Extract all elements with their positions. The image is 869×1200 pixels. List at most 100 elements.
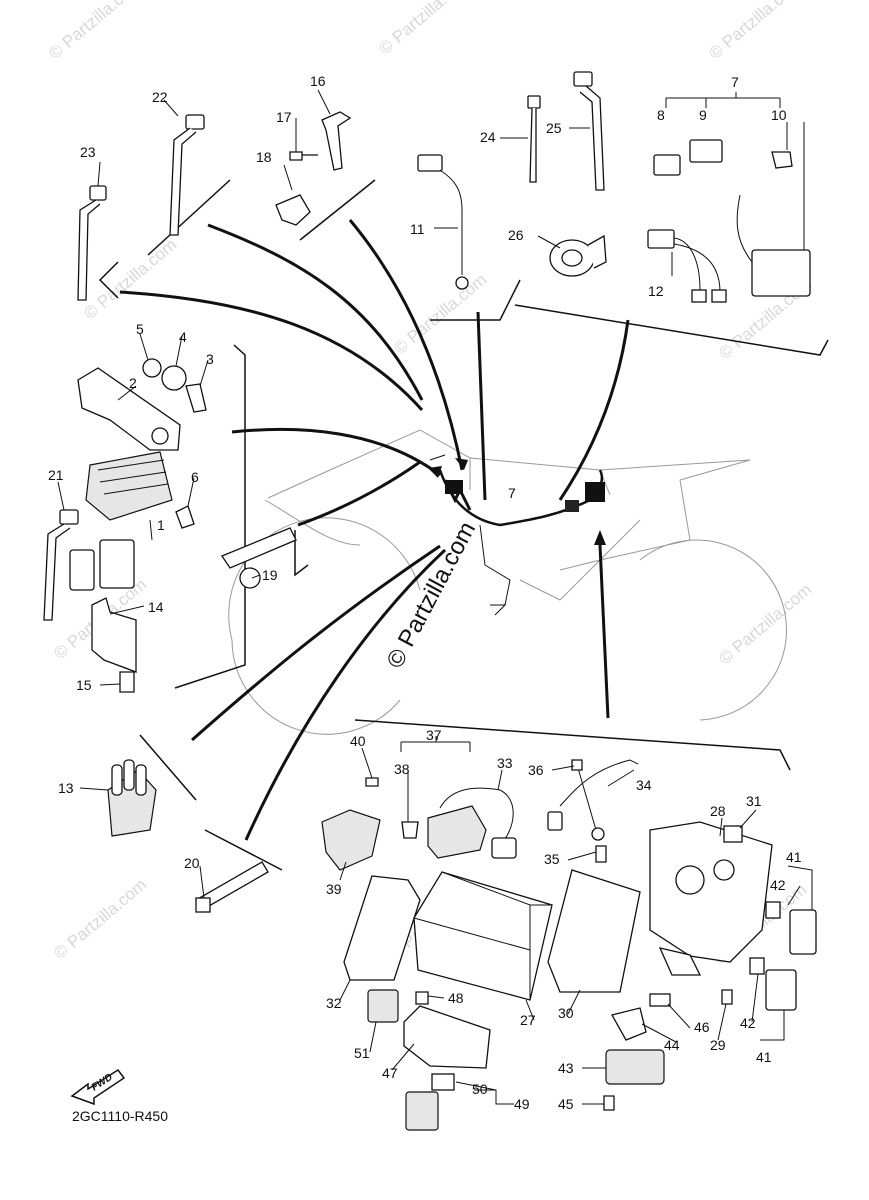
callout-31[interactable]: 31 [746, 793, 762, 809]
callout-35[interactable]: 35 [544, 851, 560, 867]
relay-8[interactable] [653, 154, 681, 176]
rectifier-regulator-1[interactable] [69, 451, 173, 591]
collar-4[interactable] [161, 365, 187, 391]
callout-2[interactable]: 2 [129, 375, 137, 391]
callout-10[interactable]: 10 [771, 107, 787, 123]
callout-16[interactable]: 16 [310, 73, 326, 89]
callout-12[interactable]: 12 [648, 283, 664, 299]
screw-40[interactable] [365, 777, 379, 787]
cable-tie-23[interactable] [77, 185, 107, 301]
relay-assembly-37[interactable] [427, 787, 517, 859]
battery-box-28[interactable] [649, 821, 773, 976]
callout-33[interactable]: 33 [497, 755, 513, 771]
callout-14[interactable]: 14 [148, 599, 164, 615]
callout-13[interactable]: 13 [58, 780, 74, 796]
callout-17[interactable]: 17 [276, 109, 292, 125]
bolt-36[interactable] [571, 759, 583, 771]
cap-50[interactable] [431, 1073, 455, 1091]
callout-18[interactable]: 18 [256, 149, 272, 165]
callout-49[interactable]: 49 [514, 1096, 530, 1112]
battery-lead-34[interactable] [547, 759, 639, 841]
callout-6[interactable]: 6 [191, 469, 199, 485]
battery-27[interactable] [413, 871, 553, 1001]
damper-31[interactable] [723, 825, 743, 843]
callout-45[interactable]: 45 [558, 1096, 574, 1112]
callout-36[interactable]: 36 [528, 762, 544, 778]
fuse-holder-46[interactable] [649, 993, 671, 1007]
callout-4[interactable]: 4 [179, 329, 187, 345]
cable-tie-21[interactable] [43, 509, 79, 621]
clamp-18[interactable] [275, 194, 311, 226]
callout-15[interactable]: 15 [76, 677, 92, 693]
relay-cover-39[interactable] [321, 809, 381, 871]
screw-17[interactable] [289, 151, 318, 161]
fuse-10[interactable] [771, 151, 793, 169]
callout-7-top[interactable]: 7 [731, 74, 739, 90]
coupler-49[interactable] [405, 1091, 439, 1131]
bolt-48[interactable] [415, 991, 429, 1005]
lead-wire-11[interactable] [417, 154, 469, 290]
callout-42-lower[interactable]: 42 [740, 1015, 756, 1031]
bolt-45[interactable] [603, 1095, 615, 1111]
callout-32[interactable]: 32 [326, 995, 342, 1011]
callout-11[interactable]: 11 [410, 221, 425, 237]
fuse-42b[interactable] [749, 957, 765, 975]
screw-29[interactable] [721, 989, 733, 1005]
cable-band-24[interactable] [527, 95, 541, 183]
callout-5[interactable]: 5 [136, 321, 144, 337]
relay-9[interactable] [689, 139, 723, 163]
callout-27[interactable]: 27 [520, 1012, 536, 1028]
callout-44[interactable]: 44 [664, 1037, 680, 1053]
callout-3[interactable]: 3 [206, 351, 214, 367]
cable-tie-25[interactable] [573, 71, 605, 191]
callout-26[interactable]: 26 [508, 227, 524, 243]
callout-40[interactable]: 40 [350, 733, 366, 749]
callout-9[interactable]: 9 [699, 107, 707, 123]
fuse-box-41a[interactable] [789, 909, 817, 955]
battery-cover-32[interactable] [343, 875, 421, 981]
callout-7-harness[interactable]: 7 [508, 485, 516, 501]
callout-47[interactable]: 47 [382, 1065, 398, 1081]
bolt-6[interactable] [175, 505, 195, 529]
callout-1[interactable]: 1 [157, 517, 165, 533]
callout-50[interactable]: 50 [472, 1081, 488, 1097]
callout-28[interactable]: 28 [710, 803, 726, 819]
callout-25[interactable]: 25 [546, 120, 562, 136]
battery-pad-30[interactable] [547, 869, 641, 993]
callout-42-upper[interactable]: 42 [770, 877, 786, 893]
clamp-38[interactable] [401, 821, 419, 839]
bolt-15[interactable] [119, 671, 135, 693]
callout-51[interactable]: 51 [354, 1045, 370, 1061]
bolt-35[interactable] [595, 845, 607, 863]
callout-41-upper[interactable]: 41 [786, 849, 802, 865]
bolt-3[interactable] [185, 383, 207, 413]
callout-38[interactable]: 38 [394, 761, 410, 777]
fuse-box-41b[interactable] [765, 969, 797, 1011]
relay-43[interactable] [605, 1049, 665, 1085]
callout-46[interactable]: 46 [694, 1019, 710, 1035]
callout-37[interactable]: 37 [426, 727, 442, 743]
callout-8[interactable]: 8 [657, 107, 665, 123]
cable-band-19[interactable] [221, 527, 297, 589]
callout-34[interactable]: 34 [636, 777, 652, 793]
callout-21[interactable]: 21 [48, 467, 64, 483]
ecu-unit-7[interactable] [736, 194, 811, 297]
callout-24[interactable]: 24 [480, 129, 496, 145]
callout-30[interactable]: 30 [558, 1005, 574, 1021]
callout-29[interactable]: 29 [710, 1037, 726, 1053]
bracket-44[interactable] [611, 1007, 647, 1041]
horn-26[interactable] [549, 234, 607, 277]
relay-51[interactable] [367, 989, 399, 1023]
bracket-47[interactable] [403, 1005, 491, 1069]
washer-5[interactable] [142, 358, 162, 378]
fuse-42a[interactable] [765, 901, 781, 919]
callout-23[interactable]: 23 [80, 144, 96, 160]
bracket-16[interactable] [321, 111, 352, 171]
callout-43[interactable]: 43 [558, 1060, 574, 1076]
callout-48[interactable]: 48 [448, 990, 464, 1006]
adapter-harness-12[interactable] [647, 229, 727, 303]
bracket-14[interactable] [91, 597, 137, 673]
callout-39[interactable]: 39 [326, 881, 342, 897]
callout-41-lower[interactable]: 41 [756, 1049, 772, 1065]
callout-19[interactable]: 19 [262, 567, 278, 583]
